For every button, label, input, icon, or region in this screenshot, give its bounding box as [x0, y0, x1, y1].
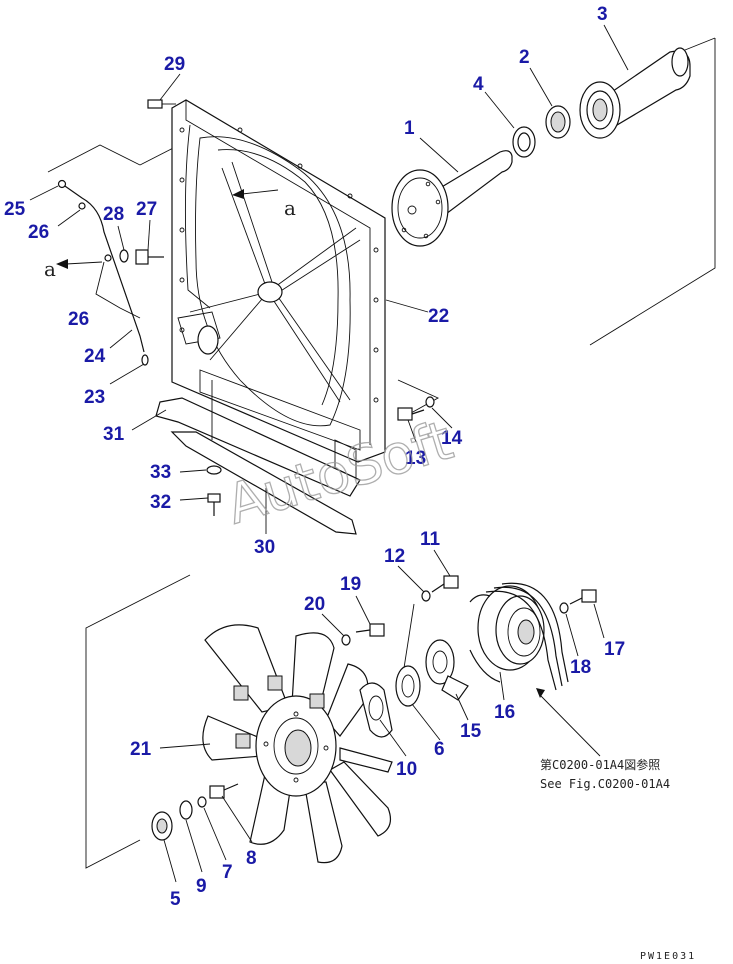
bolt-part-19 — [355, 623, 385, 637]
washer-part-7 — [197, 796, 207, 808]
callout-8: 8 — [246, 848, 257, 869]
callout-33: 33 — [150, 462, 171, 483]
breather-pipe-part-24 — [57, 179, 149, 366]
callout-20: 20 — [304, 594, 325, 615]
callout-6: 6 — [434, 739, 445, 760]
callout-24: 24 — [84, 346, 106, 367]
leader-lines — [29, 24, 629, 883]
pulley-part-16 — [469, 585, 545, 683]
callout-7: 7 — [222, 862, 233, 883]
pipe-part-3 — [579, 47, 691, 139]
callout-25: 25 — [4, 199, 26, 220]
fan-part-21 — [202, 624, 393, 864]
callout-17: 17 — [604, 639, 625, 660]
assembly-bracket-lines — [47, 37, 716, 419]
nut-part-5 — [151, 811, 173, 841]
callout-14: 14 — [441, 428, 463, 449]
callout-16: 16 — [494, 702, 515, 723]
callout-2: 2 — [519, 47, 530, 68]
callout-23: 23 — [84, 387, 105, 408]
callout-28: 28 — [103, 204, 124, 225]
callout-11: 11 — [420, 529, 441, 550]
callout-9: 9 — [196, 876, 207, 897]
spindle-part-1 — [391, 150, 513, 247]
spacer-part-6 — [395, 665, 421, 707]
fan-assembly-bracket-lines — [85, 574, 601, 869]
washer-part-33 — [206, 465, 222, 475]
callout-22: 22 — [428, 306, 449, 327]
bolt-part-11 — [431, 575, 459, 593]
callout-5: 5 — [170, 889, 181, 910]
callout-13: 13 — [405, 448, 426, 469]
callout-30: 30 — [254, 537, 275, 558]
reference-note-jp: 第C0200-01A4図参照 — [540, 757, 660, 772]
drawing-code: PW1E031 — [640, 951, 696, 962]
seal-part-4 — [512, 126, 536, 158]
washer-part-20 — [341, 634, 351, 646]
bolt-part-13 — [397, 407, 425, 421]
bolt-part-17 — [569, 589, 597, 605]
belt-set — [485, 582, 569, 691]
callout-29: 29 — [164, 54, 185, 75]
bracket-part-30 — [170, 431, 357, 535]
washer-part-12 — [421, 590, 431, 602]
bolt-part-27 — [135, 249, 164, 265]
callout-19: 19 — [340, 574, 361, 595]
callout-32: 32 — [150, 492, 171, 513]
callout-26-lower: 26 — [68, 309, 89, 330]
washer-part-18 — [559, 602, 569, 614]
bolt-part-32 — [207, 493, 221, 516]
callout-10: 10 — [396, 759, 417, 780]
view-letter-a-shroud: a — [284, 196, 296, 220]
callout-3: 3 — [597, 4, 608, 25]
callout-18: 18 — [570, 657, 591, 678]
callout-numbers: 3 2 4 1 29 25 28 27 26 26 24 23 22 31 14… — [4, 4, 625, 910]
ring-part-2 — [545, 105, 571, 139]
callout-15: 15 — [460, 721, 482, 742]
bolt-part-8 — [209, 783, 239, 799]
fitting-part-29 — [147, 99, 176, 109]
fan-shroud-part-22 — [171, 99, 386, 479]
reference-note-en: See Fig.C0200-01A4 — [540, 777, 670, 791]
callout-31: 31 — [103, 424, 125, 445]
callout-26-upper: 26 — [28, 222, 49, 243]
washer-part-14 — [425, 396, 435, 408]
hub-part-15 — [425, 639, 469, 701]
view-letter-a-pipe: a — [44, 257, 56, 281]
shroud-bolt-holes — [179, 127, 379, 403]
callout-12: 12 — [384, 546, 405, 567]
washer-part-9 — [179, 800, 193, 820]
spacer-part-10 — [359, 682, 393, 738]
callout-21: 21 — [130, 739, 152, 760]
callout-1: 1 — [404, 118, 415, 139]
callout-27: 27 — [136, 199, 157, 220]
arrow-a-pipe — [56, 259, 103, 269]
washer-part-28 — [119, 249, 129, 263]
callout-4: 4 — [473, 74, 484, 95]
arrow-a-shroud — [232, 189, 279, 199]
